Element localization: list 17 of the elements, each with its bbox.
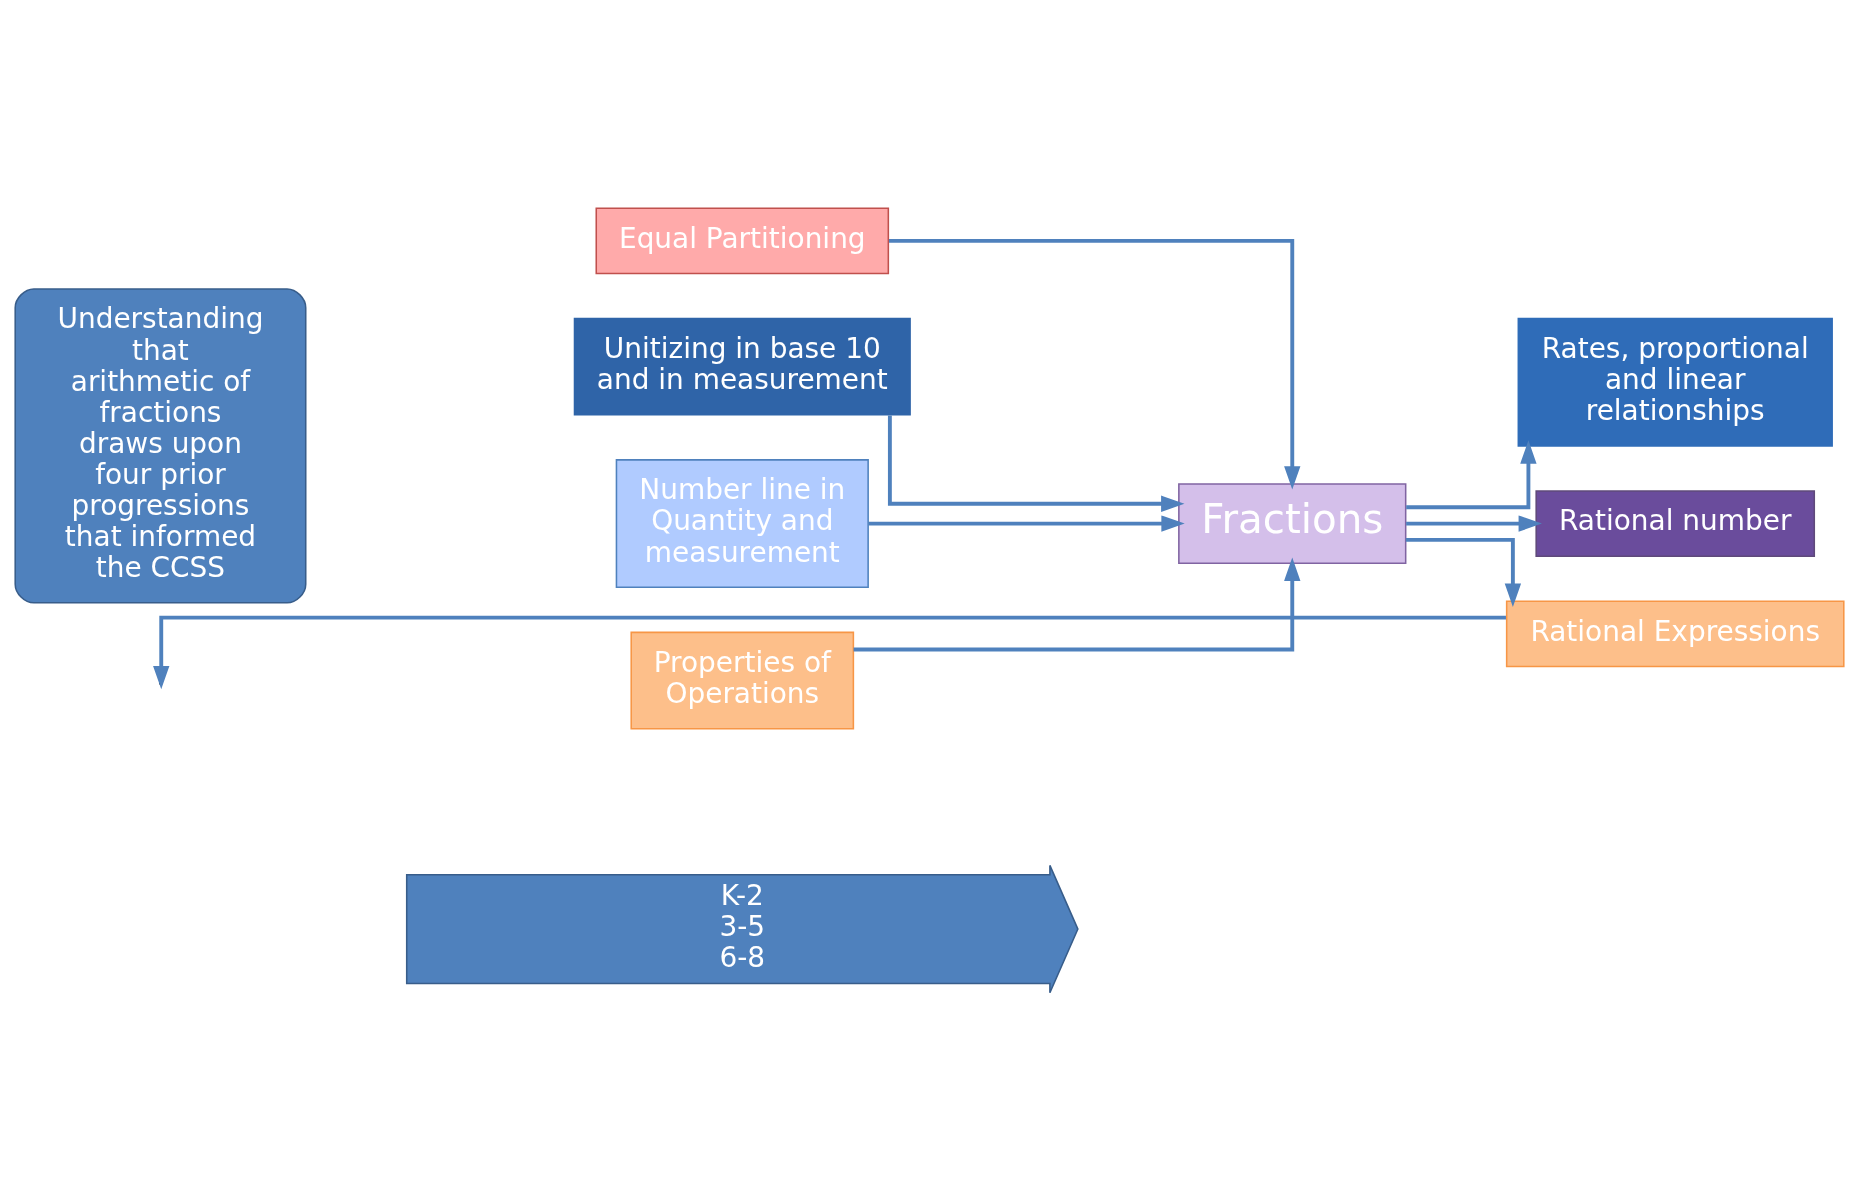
node-box: Rational Expressions (1505, 600, 1845, 667)
node-box: Fractions (1178, 482, 1407, 564)
node-box: Unitizing in base 10 and in measurement (573, 317, 911, 416)
arrow (1406, 514, 1542, 532)
node-box: Rates, proportional and linear relationships (1517, 317, 1833, 447)
arrow (887, 414, 1185, 512)
node-box: Number line in Quantity and measurement (615, 458, 869, 588)
node-box: Understanding that arithmetic of fractions draws upon four prior progressions that informed the CCSS (14, 287, 307, 604)
arrow (868, 514, 1185, 532)
arrow (853, 557, 1301, 651)
node-box: Rational number (1535, 489, 1816, 557)
arrow (153, 615, 1506, 689)
node-box: Properties of Operations (630, 631, 855, 729)
node-box: Equal Partitioning (595, 206, 890, 274)
arrow (888, 238, 1301, 490)
arrow (1406, 439, 1537, 509)
arrow (1405, 537, 1522, 607)
